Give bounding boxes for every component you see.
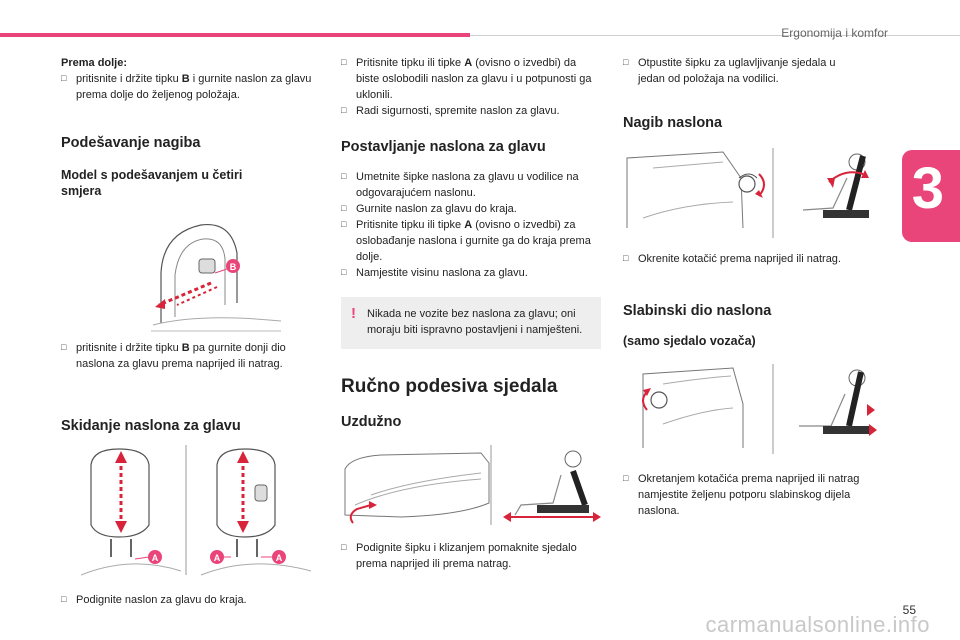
column-left: Prema dolje: pritisnite i držite tipku B… xyxy=(61,56,321,609)
warning-icon: ! xyxy=(351,305,356,323)
header-rule xyxy=(470,35,960,36)
fig2-label-a3: A xyxy=(276,553,283,563)
lumbar-adjust-illustration xyxy=(642,363,877,454)
longitudinal-heading: Uzdužno xyxy=(341,414,402,431)
tilt-instruction: pritisnite i držite tipku B pa gurnite d… xyxy=(61,341,311,373)
chapter-tab xyxy=(902,150,960,242)
remove-instruction: Podignite naslon za glavu do kraja. xyxy=(61,593,321,609)
column-middle: Pritisnite tipku ili tipke A (ovisno o i… xyxy=(341,56,601,573)
header-accent-bar xyxy=(0,33,470,37)
tilt-heading: Podešavanje nagiba xyxy=(61,134,201,151)
page-number: 55 xyxy=(902,603,916,617)
fig2-label-a1: A xyxy=(152,553,159,563)
install-step-2: Gurnite naslon za glavu do kraja. xyxy=(341,202,601,218)
longitudinal-instruction: Podignite šipku i klizanjem pomaknite sj… xyxy=(341,541,581,573)
warning-text: Nikada ne vozite bez naslona za glavu; o… xyxy=(367,308,583,337)
watermark: carmanualsonline.info xyxy=(705,612,930,637)
down-title: Prema dolje: xyxy=(61,57,128,69)
backrest-heading: Nagib naslona xyxy=(623,114,723,131)
backrest-adjust-illustration xyxy=(626,148,869,238)
lumbar-instruction: Okretanjem kotačića prema naprijed ili n… xyxy=(623,472,863,520)
lumbar-heading: Slabinski dio naslona xyxy=(623,302,772,319)
install-steps: Umetnite šipke naslona za glavu u vodili… xyxy=(341,170,601,282)
section-title: Ergonomija i komfor xyxy=(781,26,888,40)
longitudinal-adjust-illustration xyxy=(344,445,601,526)
manual-seats-heading: Ručno podesiva sjedala xyxy=(341,376,558,398)
install-step-4: Namjestite visinu naslona za glavu. xyxy=(341,266,601,282)
release-bar-instruction: Otpustite šipku za uglavljivanje sjedala… xyxy=(623,56,863,88)
headrest-removal-illustration: A A A xyxy=(81,445,312,576)
release-headrest-instruction: Pritisnite tipku ili tipke A (ovisno o i… xyxy=(341,56,601,104)
store-headrest-instruction: Radi sigurnosti, spremite naslon za glav… xyxy=(341,104,601,120)
driver-only-heading: (samo sjedalo vozača) xyxy=(623,334,756,349)
fig1-label-b: B xyxy=(230,262,237,272)
install-step-1: Umetnite šipke naslona za glavu u vodili… xyxy=(341,170,601,202)
chapter-number: 3 xyxy=(911,156,944,221)
install-heading: Postavljanje naslona za glavu xyxy=(341,138,546,155)
remove-heading: Skidanje naslona za glavu xyxy=(61,418,241,435)
column-right: Otpustite šipku za uglavljivanje sjedala… xyxy=(623,56,883,520)
headrest-tilt-illustration: B xyxy=(151,224,282,332)
install-step-3: Pritisnite tipku ili tipke A (ovisno o i… xyxy=(341,218,601,266)
four-way-heading: Model s podešavanjem u četiri smjera xyxy=(61,167,243,198)
backrest-instruction: Okrenite kotačić prema naprijed ili natr… xyxy=(623,252,883,268)
down-instruction: pritisnite i držite tipku B i gurnite na… xyxy=(61,72,321,104)
warning-box: ! Nikada ne vozite bez naslona za glavu;… xyxy=(341,297,601,350)
fig2-label-a2: A xyxy=(214,553,221,563)
